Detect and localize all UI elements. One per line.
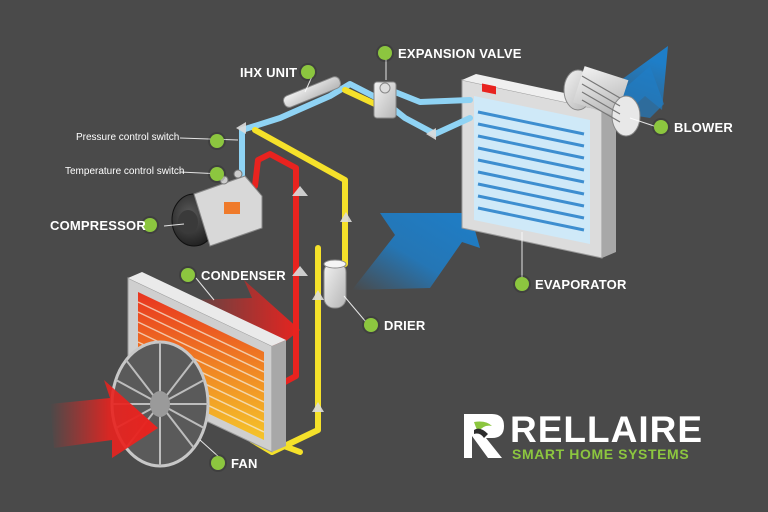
blower-unit: [563, 66, 641, 137]
blower-label: BLOWER: [674, 120, 733, 135]
leader-lines: [163, 54, 661, 459]
evaporator-unit: [461, 74, 616, 259]
ihx-tube: [282, 76, 342, 108]
expansion-valve-label: EXPANSION VALVE: [398, 46, 522, 61]
brand-tagline: SMART HOME SYSTEMS: [512, 446, 690, 462]
drier-unit: [323, 259, 347, 309]
expansion-valve-marker: [378, 46, 392, 60]
condenser-unit: [127, 272, 286, 453]
temperature-switch-marker: [210, 167, 224, 181]
drier-marker: [364, 318, 378, 332]
brand-leaf-icon: [464, 414, 504, 458]
ihx-unit-label: IHX UNIT: [240, 65, 298, 80]
fan-marker: [211, 456, 225, 470]
pressure-switch-marker: [210, 134, 224, 148]
brand-logo: RELLAIRE SMART HOME SYSTEMS: [462, 410, 712, 464]
expansion-valve-unit: [373, 81, 397, 119]
compressor-unit: [171, 169, 263, 247]
fan-label: FAN: [231, 456, 258, 471]
fan-hot-air-arrow: [50, 380, 158, 458]
condenser-label: CONDENSER: [201, 268, 286, 283]
cool-air-arrow: [352, 213, 480, 290]
pressure-switch-label: Pressure control switch: [76, 132, 180, 143]
ihx-unit-marker: [301, 65, 315, 79]
evaporator-label: EVAPORATOR: [535, 277, 627, 292]
drier-label: DRIER: [384, 318, 426, 333]
compressor-marker: [143, 218, 157, 232]
condenser-marker: [181, 268, 195, 282]
brand-name: RELLAIRE: [510, 409, 703, 450]
temperature-switch-label: Temperature control switch: [65, 166, 185, 177]
blower-marker: [654, 120, 668, 134]
flow-arrows: [236, 122, 436, 412]
compressor-label: COMPRESSOR: [50, 218, 146, 233]
evaporator-marker: [515, 277, 529, 291]
